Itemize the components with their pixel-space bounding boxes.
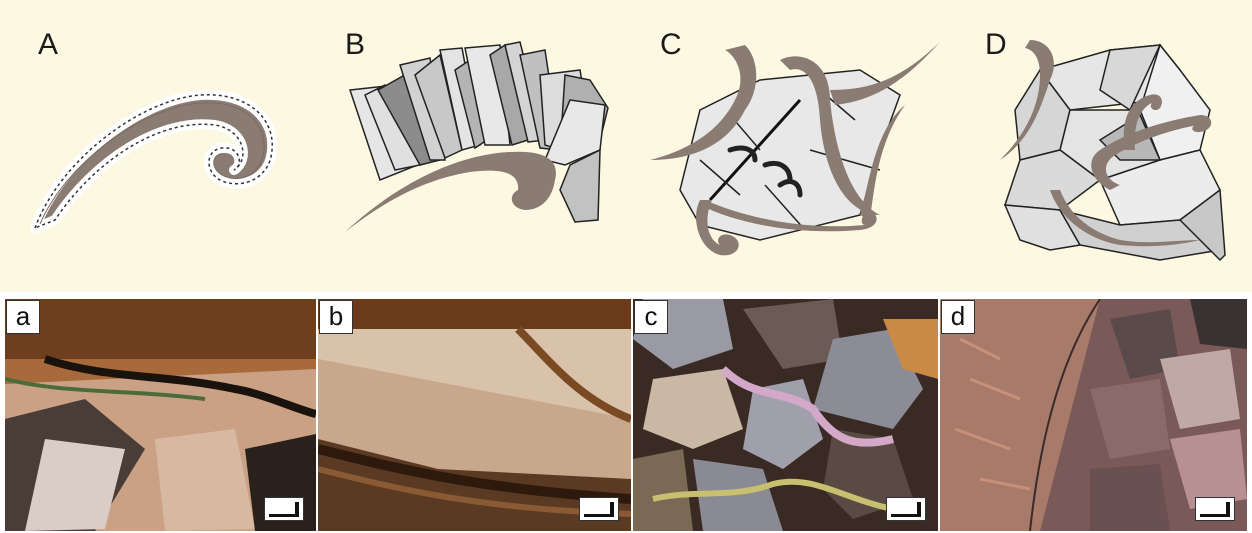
scale-bar-d [1195,497,1235,521]
scale-bar-b [579,497,619,521]
micrograph-c: c [633,299,938,531]
panel-label-c: C [660,28,682,62]
micrograph-d: d [940,299,1247,531]
micrograph-a: a [5,299,316,531]
photo-label-c: c [634,300,668,334]
photo-label-d: d [941,300,975,334]
photo-label-a: a [6,300,40,334]
panel-label-b: B [345,28,365,62]
micrograph-b: b [318,299,631,531]
photo-label-b: b [319,300,353,334]
scale-bar-c [886,497,926,521]
panel-label-d: D [985,28,1007,62]
schematic-diagrams [0,0,1252,292]
diagram-band: A B C D [0,0,1252,292]
panel-label-a: A [38,28,58,62]
scale-bar-a [264,497,304,521]
